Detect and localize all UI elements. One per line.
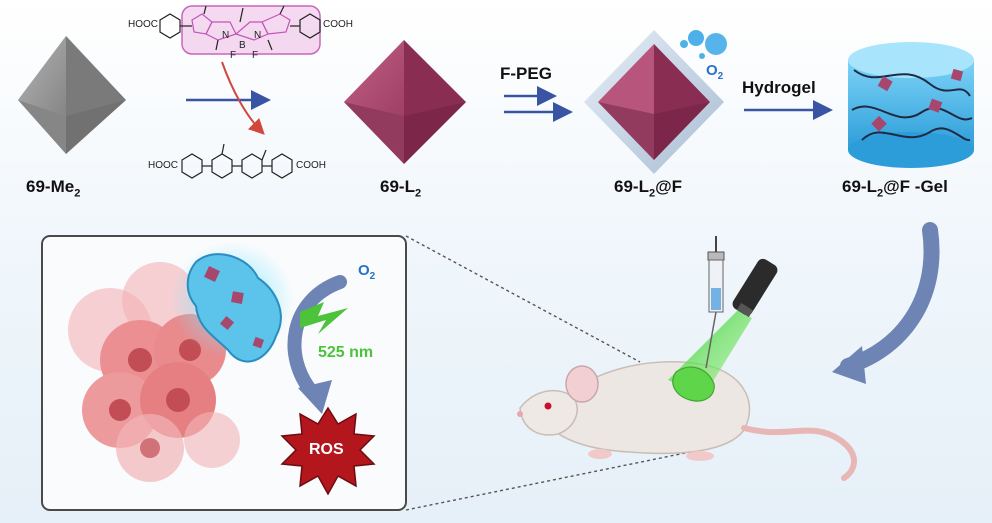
step-label-fpeg: F-PEG <box>500 64 552 83</box>
ros-burst <box>280 406 376 496</box>
laser-device <box>732 258 778 318</box>
tumor-cells <box>68 262 240 482</box>
syringe-icon <box>705 236 725 369</box>
chem-atom-f1: F <box>230 50 237 61</box>
arrow-injection-head <box>832 346 866 384</box>
zoom-line-bottom <box>405 451 691 511</box>
chem-cooh-bottom: COOH <box>296 160 326 171</box>
oxygen-bubbles <box>680 30 727 59</box>
label-ros: ROS <box>309 441 344 458</box>
arrow-ros <box>287 275 347 399</box>
arrow-ligand-exchange <box>221 61 265 135</box>
octahedron-69-l2 <box>344 40 466 164</box>
bodipy-ligand-structure <box>159 5 321 55</box>
chem-cooh-top: COOH <box>323 19 353 30</box>
gel-implant <box>672 366 715 402</box>
chem-hooc-top: HOOC <box>128 19 158 30</box>
chem-atom-n1: N <box>222 30 230 41</box>
step-label-hydrogel: Hydrogel <box>742 78 816 97</box>
chem-atom-n2: N <box>254 30 262 41</box>
hydrogel-blob <box>186 253 282 363</box>
label-69-l2-at-f-gel: 69-L2@F -Gel <box>842 177 948 200</box>
lightning-icon <box>300 302 348 334</box>
chem-atom-b: B <box>239 40 246 51</box>
octahedron-69-l2-at-f <box>584 30 724 174</box>
label-o2-top: O2 <box>706 62 724 82</box>
mouse-illustration <box>517 361 857 481</box>
label-69-l2: 69-L2 <box>380 177 422 200</box>
hydrogel-cylinder <box>848 42 974 168</box>
label-o2-inset: O2 <box>358 262 376 282</box>
ligand-l2-structure <box>181 143 293 179</box>
arrow-injection <box>840 222 940 374</box>
label-69-me2: 69-Me2 <box>26 177 81 200</box>
chem-atom-f2: F <box>252 50 259 61</box>
label-wavelength: 525 nm <box>318 344 374 361</box>
octahedron-69-me2 <box>18 36 126 154</box>
label-69-l2-at-f: 69-L2@F <box>614 177 683 200</box>
chem-hooc-bottom: HOOC <box>148 160 178 171</box>
zoom-line-top <box>405 235 641 363</box>
